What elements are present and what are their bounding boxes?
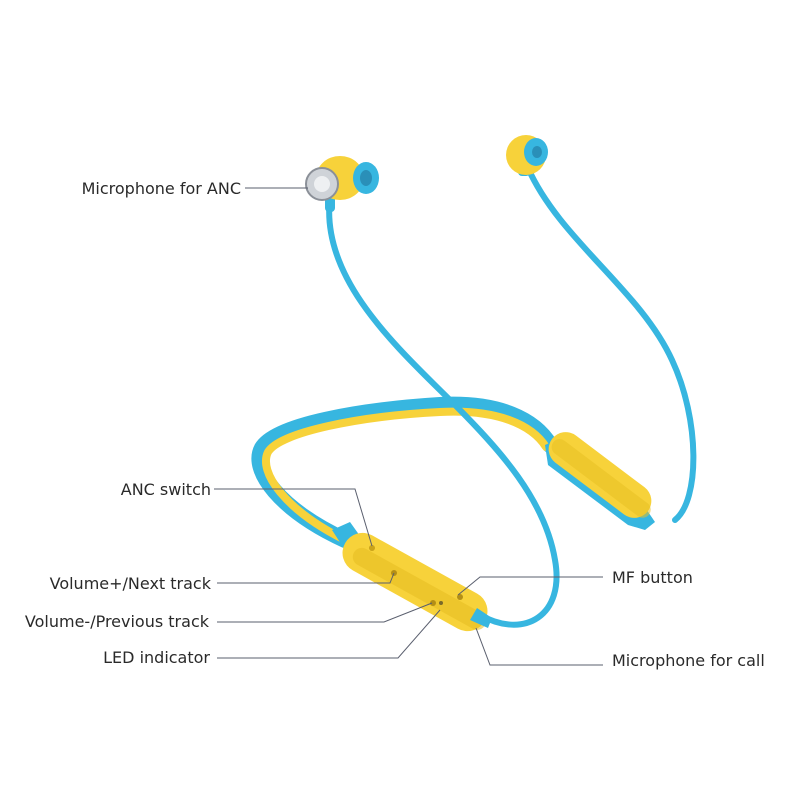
mf-button-dot (457, 594, 463, 600)
neckband (251, 396, 558, 548)
leader-lines (214, 187, 603, 666)
label-microphone-for-anc: Microphone for ANC (82, 179, 241, 198)
right-cable (525, 165, 697, 523)
label-anc-switch: ANC switch (121, 480, 211, 499)
label-microphone-for-call: Microphone for call (612, 651, 765, 670)
right-earbud (506, 135, 548, 176)
left-cable (326, 195, 560, 628)
right-control-module (545, 432, 655, 530)
label-volume-up: Volume+/Next track (50, 574, 212, 593)
anc-switch-dot (369, 545, 375, 551)
left-control-module (332, 522, 492, 632)
label-volume-down: Volume-/Previous track (25, 612, 210, 631)
volume-down-dot (430, 600, 436, 606)
label-led-indicator: LED indicator (103, 648, 210, 667)
label-mf-button: MF button (612, 568, 693, 587)
led-dot (439, 601, 443, 605)
left-earbud (305, 156, 379, 212)
